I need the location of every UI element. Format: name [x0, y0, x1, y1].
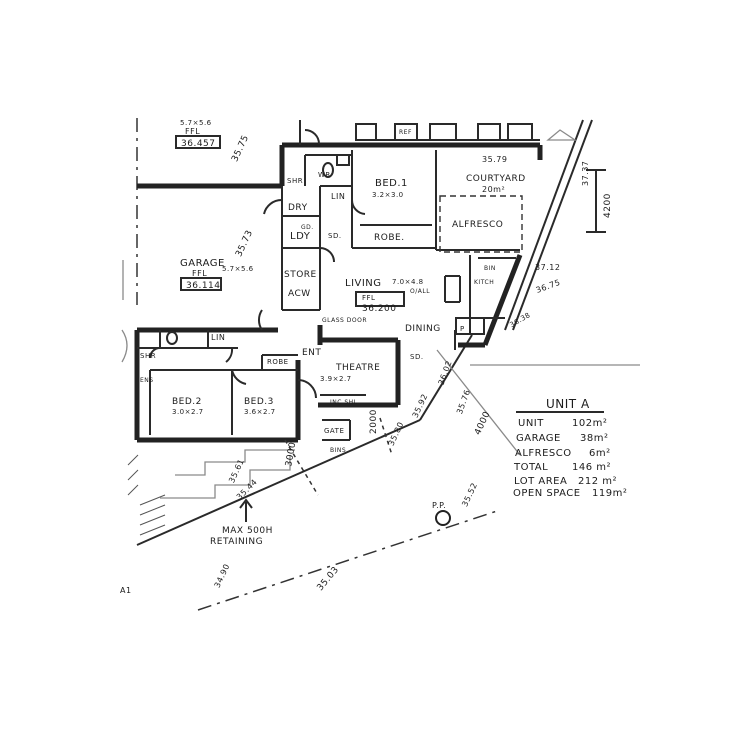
dining-label: DINING	[405, 324, 441, 334]
schedule-row-label: TOTAL	[513, 462, 548, 473]
living-ffl-label: FFL	[362, 294, 375, 302]
site-boundary	[122, 118, 640, 611]
acw-label: ACW	[288, 289, 311, 299]
corner-mark: A1	[120, 586, 132, 595]
bed1-dims: 3.2×3.0	[372, 191, 404, 199]
pp-marker	[435, 510, 451, 526]
bed2-name: BED.2	[172, 397, 202, 407]
living-note: O/ALL	[410, 288, 430, 295]
retaining-line1: MAX 500H	[222, 526, 273, 536]
ldy-label: LDY	[290, 231, 311, 242]
courtyard-area: 20m²	[482, 185, 505, 194]
garage-ffl-label: FFL	[192, 269, 207, 278]
sd2-label: SD.	[410, 353, 424, 361]
area-schedule: UNIT A UNIT 102m² GARAGE 38m² ALFRESCO 6…	[513, 397, 627, 499]
theatre-dims: 3.9×2.7	[320, 375, 352, 383]
level-3592: 35.92	[411, 392, 430, 419]
level-3675: 36.75	[535, 278, 562, 295]
dry-label: DRY	[288, 203, 308, 213]
garage-name: GARAGE	[180, 258, 225, 269]
wr-label: WR	[318, 171, 331, 179]
courtyard-name: COURTYARD	[466, 174, 526, 184]
level-3576: 35.76	[455, 388, 472, 415]
bed1-name: BED.1	[375, 178, 408, 189]
bin-label: BIN	[484, 265, 496, 272]
schedule-row-label: OPEN SPACE	[513, 488, 581, 499]
bed3-dims: 3.6×2.7	[244, 408, 276, 416]
bed3-name: BED.3	[244, 397, 274, 407]
door-swings	[149, 129, 366, 399]
store-label: STORE	[284, 270, 317, 280]
dim-2000: 2000	[369, 409, 379, 434]
ref-label: REF	[399, 129, 412, 136]
alfresco-outline	[439, 195, 523, 253]
level-3737: 37.37	[581, 161, 590, 186]
living-name: LIVING	[345, 278, 382, 289]
top-ffl-label: FFL	[185, 127, 200, 136]
retaining-line2: RETAINING	[210, 537, 263, 547]
level-3579: 35.79	[482, 155, 507, 164]
retaining-note: MAX 500H RETAINING	[210, 498, 273, 547]
alfresco-label: ALFRESCO	[452, 220, 503, 230]
gd-label: GD.	[301, 224, 314, 231]
schedule-row-value: 212 m²	[578, 476, 617, 487]
linen-shelf-label: INC SHL	[330, 399, 358, 406]
pp-label: P.P.	[432, 501, 446, 510]
glass-door-label: GLASS DOOR	[322, 317, 367, 324]
garage-ffl-value: 36.114	[186, 281, 221, 291]
living-dims: 7.0×4.8	[392, 278, 424, 286]
schedule-row-label: LOT AREA	[514, 476, 567, 487]
ent-label: ENT	[302, 348, 321, 358]
schedule-row-value: 119m²	[592, 488, 627, 499]
level-3712: 37.12	[535, 263, 560, 272]
theatre-name: THEATRE	[335, 363, 380, 373]
schedule-title: UNIT A	[546, 397, 590, 411]
level-3490: 34.90	[213, 562, 232, 589]
ens-label: ENS	[140, 377, 154, 384]
bed2-dims: 3.0×2.7	[172, 408, 204, 416]
schedule-row-label: UNIT	[518, 418, 544, 429]
schedule-row-label: GARAGE	[516, 433, 561, 444]
level-3544: 35.44	[235, 477, 259, 501]
level-3552: 35.52	[460, 481, 479, 508]
room-labels: BED.1 3.2×3.0 COURTYARD 20m² ALFRESCO RO…	[140, 129, 526, 454]
shr-label: SHR	[287, 177, 303, 185]
top-ffl-dims: 5.7×5.6	[180, 119, 212, 127]
level-3573: 35.73	[234, 229, 255, 259]
sd-label: SD.	[328, 232, 342, 240]
schedule-row-value: 146 m²	[572, 462, 611, 473]
lin-label: LIN	[331, 192, 345, 201]
wc-fixtures	[121, 154, 350, 363]
living-ffl-value: 36.200	[362, 304, 397, 314]
top-fixtures	[299, 120, 606, 233]
schedule-row-value: 102m²	[572, 418, 607, 429]
schedule-row-value: 6m²	[589, 448, 611, 459]
bins-label: BINS	[330, 447, 346, 454]
schedule-row-value: 38m²	[580, 433, 608, 444]
dim-3000: 3000	[284, 441, 298, 467]
schedule-row-label: ALFRESCO	[515, 448, 572, 459]
kitchen-label: KITCH	[474, 279, 494, 286]
robe-label: ROBE.	[374, 233, 405, 243]
level-3602: 36.02	[437, 359, 454, 386]
dim-4200: 4200	[603, 193, 613, 218]
interior-walls	[137, 150, 520, 441]
robe2-label: ROBE	[267, 358, 289, 366]
p-label: P	[460, 325, 465, 333]
retaining-steps	[127, 417, 393, 536]
garage-dims: 5.7×5.6	[222, 265, 254, 273]
gate-label: GATE	[324, 427, 344, 435]
top-ffl-value: 36.457	[181, 139, 216, 149]
level-3575: 35.75	[230, 134, 251, 164]
lin2-label: LIN	[211, 333, 225, 342]
dim-4000: 4000	[473, 410, 493, 437]
shr2-label: SHR	[140, 352, 156, 360]
